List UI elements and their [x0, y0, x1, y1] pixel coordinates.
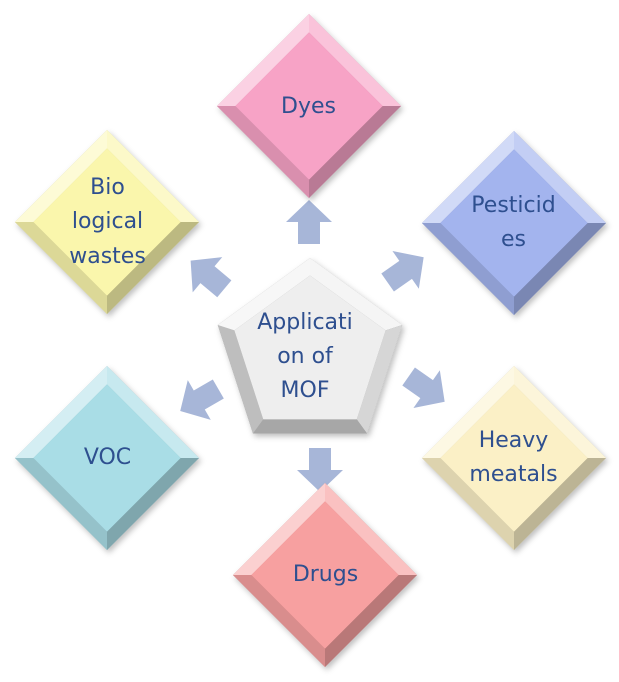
biological-wastes-bevel-bottom-right	[107, 222, 199, 314]
center-bevel-4	[217, 325, 264, 434]
voc-face	[33, 384, 181, 532]
pesticides-bevel-top-right	[514, 131, 606, 223]
heavy-metals-shape	[422, 366, 606, 550]
center-bevel-5	[217, 258, 310, 331]
dyes-bevel-top-left	[217, 14, 309, 106]
dyes-shape	[217, 14, 401, 198]
drugs-bevel-bottom-left	[233, 575, 325, 667]
heavy-metals-bevel-bottom-left	[422, 458, 514, 550]
drugs-bevel-top-left	[233, 483, 325, 575]
voc-bevel-bottom-right	[107, 458, 199, 550]
heavy-metals-face	[440, 384, 588, 532]
drugs-shape	[233, 483, 417, 667]
voc-bevel-top-right	[107, 366, 199, 458]
arrow-to-dyes	[286, 200, 332, 244]
pesticides-bevel-bottom-left	[422, 223, 514, 315]
center-bevel-2	[356, 325, 403, 434]
drugs-face	[251, 501, 399, 649]
dyes-bevel-top-right	[309, 14, 401, 106]
dyes-face	[235, 32, 383, 180]
pesticides-face	[440, 149, 588, 297]
voc-bevel-top-left	[15, 366, 107, 458]
arrow-to-drugs	[297, 448, 343, 492]
arrow-to-pesticides	[381, 251, 424, 292]
arrow-to-voc	[180, 379, 224, 420]
center-bevel-3	[252, 419, 368, 434]
drugs-bevel-top-right	[325, 483, 417, 575]
biological-wastes-bevel-bottom-left	[15, 222, 107, 314]
voc-bevel-bottom-left	[15, 458, 107, 550]
heavy-metals-bevel-bottom-right	[514, 458, 606, 550]
center-shape	[217, 258, 403, 434]
biological-wastes-face	[33, 148, 181, 296]
center-bevel-1	[310, 258, 403, 331]
dyes-bevel-bottom-right	[309, 106, 401, 198]
biological-wastes-bevel-top-left	[15, 130, 107, 222]
pesticides-bevel-top-left	[422, 131, 514, 223]
pesticides-shape	[422, 131, 606, 315]
pesticides-bevel-bottom-right	[514, 223, 606, 315]
arrow-to-biological-wastes	[190, 257, 232, 298]
heavy-metals-bevel-top-right	[514, 366, 606, 458]
drugs-bevel-bottom-right	[325, 575, 417, 667]
dyes-bevel-bottom-left	[217, 106, 309, 198]
center-face	[234, 275, 386, 420]
biological-wastes-shape	[15, 130, 199, 314]
biological-wastes-bevel-top-right	[107, 130, 199, 222]
arrow-to-heavy-metals	[402, 367, 445, 408]
voc-shape	[15, 366, 199, 550]
heavy-metals-bevel-top-left	[422, 366, 514, 458]
